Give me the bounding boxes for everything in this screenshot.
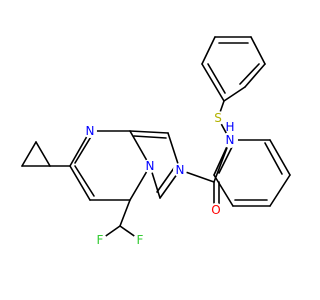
atom-f-left: F: [93, 233, 107, 247]
atom-s-thioether: S: [211, 111, 225, 125]
bond: [207, 63, 226, 94]
atom-label-nh: N: [226, 133, 235, 147]
atom-nh-amide: N H: [222, 120, 238, 148]
bond: [129, 130, 169, 134]
bond: [239, 63, 260, 85]
atom-label-f: F: [97, 233, 104, 247]
atom-label-n: N: [86, 124, 95, 138]
bond: [133, 135, 167, 139]
bond: [35, 141, 51, 167]
atom-n-pyrimidine: N: [83, 124, 97, 138]
atom-o-carbonyl: O: [209, 203, 223, 217]
bond: [69, 165, 91, 201]
atom-label-h: H: [225, 120, 234, 134]
bond: [21, 141, 37, 167]
bond: [74, 165, 95, 197]
bond: [218, 144, 234, 174]
atom-n-bridgehead: N: [143, 159, 157, 173]
atom-f-right: F: [133, 233, 147, 247]
atom-labels: N N N N H O S F F: [83, 111, 238, 247]
bond: [264, 142, 283, 175]
molecule-structure: N N N N H O S F F: [21, 36, 291, 247]
bond-lines: [21, 36, 291, 241]
bond: [119, 199, 131, 227]
bond: [74, 134, 93, 164]
bond: [201, 63, 225, 102]
atom-label-n: N: [146, 159, 155, 173]
bond: [269, 139, 291, 176]
atom-n-pyrazole: N: [173, 163, 187, 177]
atom-label-n: N: [176, 163, 185, 177]
bond: [156, 167, 175, 193]
atom-label-o: O: [211, 203, 220, 217]
bond: [223, 86, 246, 102]
bond: [244, 63, 266, 88]
bond: [269, 174, 291, 207]
bond: [250, 36, 266, 65]
bond: [213, 174, 234, 207]
atom-label-s: S: [214, 111, 222, 125]
bond: [201, 36, 216, 65]
atom-label-f: F: [137, 233, 144, 247]
